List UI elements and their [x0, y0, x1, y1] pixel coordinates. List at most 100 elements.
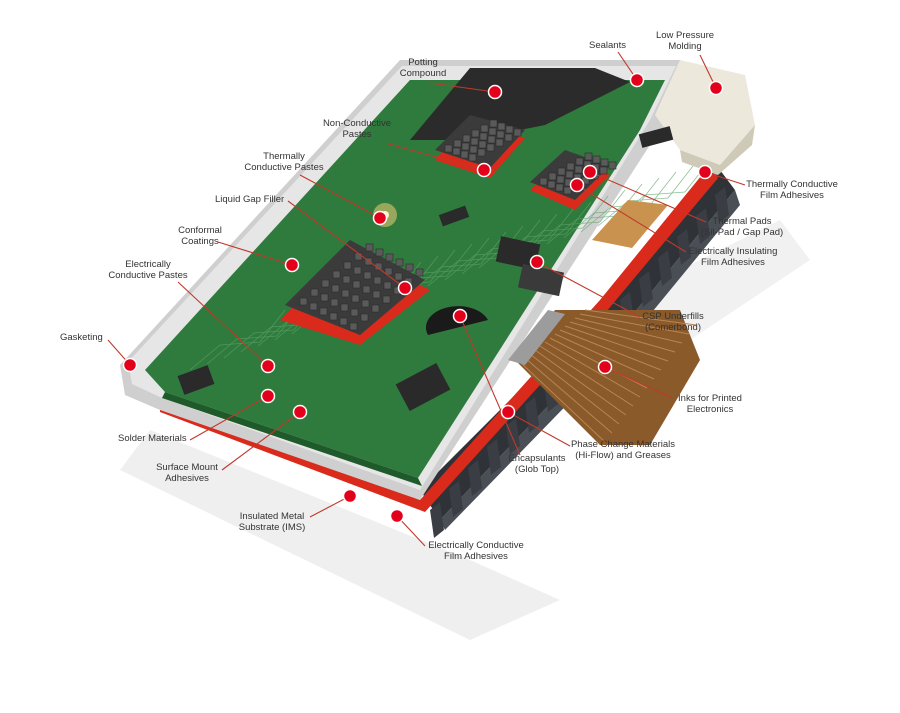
heatsink-pin: [539, 177, 548, 186]
heatsink-pin: [487, 135, 496, 144]
flex-cable-trace: [544, 341, 641, 398]
callout-electrically-conductive-film-adhesives-line1: Electrically Conductive: [428, 540, 524, 551]
leader-line-ims: [309, 495, 351, 518]
leader-line-solder: [189, 395, 269, 441]
heatsink-pin: [373, 276, 382, 285]
pcb-trace: [189, 309, 286, 371]
leader-line-encapsulants: [459, 315, 521, 456]
callout-thermal-pads-line2: (Sil-Pad / Gap Pad): [700, 227, 784, 238]
heatsink-pin: [415, 268, 424, 277]
callout-liquid-gap-filler: Liquid Gap Filler: [215, 194, 284, 205]
marker-inks[interactable]: [597, 359, 613, 375]
ic-chip-qfp: [395, 362, 451, 412]
heatsink-pin: [330, 298, 339, 307]
callout-encapsulants: Encapsulants (Glob Top): [505, 453, 569, 475]
callout-encapsulants-line2: (Glob Top): [514, 464, 560, 475]
ic-chip-center: [495, 236, 541, 270]
heatsink-fin: [639, 271, 653, 307]
heatsink-pin: [486, 143, 495, 152]
heatsink-pin: [329, 312, 338, 321]
callout-surface-mount-adhesives-line1: Surface Mount: [156, 462, 218, 473]
heatsink-pin: [384, 267, 393, 276]
heatsink-pin: [478, 140, 487, 149]
heatsink-fin: [430, 502, 444, 538]
pcb-trace: [563, 177, 660, 239]
heatsink-pin: [557, 167, 566, 176]
marker-low_pressure[interactable]: [708, 80, 724, 96]
pcb-trace: [410, 231, 507, 293]
heatsink-pin: [385, 253, 394, 262]
heatsink-pin: [341, 289, 350, 298]
heatsink-pin: [349, 322, 358, 331]
heatsink-pin: [452, 147, 461, 156]
leader-line-potting: [429, 82, 496, 93]
callout-ims-line2: Substrate (IMS): [238, 522, 306, 533]
heatsink-pin: [319, 307, 328, 316]
marker-thermal_film[interactable]: [697, 164, 713, 180]
marker-elec_pastes[interactable]: [260, 358, 276, 374]
ground-shadow: [120, 430, 560, 640]
marker-surface_mount[interactable]: [292, 404, 308, 420]
pcb-trace: [478, 207, 575, 269]
callout-electrically-insulating-film-adhesives-line2: Film Adhesives: [701, 257, 765, 268]
marker-sealants[interactable]: [629, 72, 645, 88]
ic-chip-bottom-left: [177, 365, 215, 395]
heatsink-pin: [453, 139, 462, 148]
heatsink-pin: [350, 308, 359, 317]
marker-ims[interactable]: [342, 488, 358, 504]
marker-conformal[interactable]: [284, 257, 300, 273]
callout-ims-line1: Insulated Metal: [239, 511, 305, 522]
marker-liquid_gap[interactable]: [397, 280, 413, 296]
callout-phase-change-materials-line2: (Hi-Flow) and Greases: [575, 450, 671, 461]
callout-electrically-conductive-pastes: Electrically Conductive Pastes: [103, 259, 193, 281]
heatsink-pin: [480, 124, 489, 133]
callout-conformal-coatings-line1: Conformal: [178, 225, 222, 236]
callout-low-pressure-molding-line2: Molding: [668, 41, 702, 52]
marker-non_conductive[interactable]: [476, 162, 492, 178]
heatsink-pin: [496, 130, 505, 139]
heatsink-pin: [374, 262, 383, 271]
heatsink-fin: [677, 229, 691, 265]
flex-cable-stripes: [519, 309, 697, 443]
heatsink-pin: [394, 272, 403, 281]
heatsink-pin: [479, 132, 488, 141]
leader-line-elec_insulating: [576, 184, 687, 253]
marker-solder[interactable]: [260, 388, 276, 404]
callout-thermally-conductive-pastes-line1: Thermally: [263, 151, 305, 162]
marker-gasketing[interactable]: [122, 357, 138, 373]
marker-csp[interactable]: [529, 254, 545, 270]
callout-electrically-conductive-pastes-line1: Electrically: [125, 259, 171, 270]
marker-elec_insulating[interactable]: [569, 177, 585, 193]
marker-potting[interactable]: [487, 84, 503, 100]
marker-encapsulants[interactable]: [452, 308, 468, 324]
heatsink-pin: [468, 153, 477, 162]
heatsink-pin: [497, 122, 506, 131]
callout-inks-printed-electronics-line2: Electronics: [686, 404, 734, 415]
callout-solder-materials-line1: Solder Materials: [118, 433, 187, 444]
heatsink-pin: [309, 302, 318, 311]
marker-thermal_pads[interactable]: [582, 164, 598, 180]
marker-phase_change[interactable]: [500, 404, 516, 420]
heatsink-pin: [331, 284, 340, 293]
callout-thermal-pads: Thermal Pads (Sil-Pad / Gap Pad): [700, 216, 784, 238]
callout-ims: Insulated Metal Substrate (IMS): [232, 511, 312, 533]
heatsink-pin: [340, 303, 349, 312]
marker-elec_film[interactable]: [389, 508, 405, 524]
heatsink-fin: [449, 481, 463, 517]
heatsink-pin: [505, 125, 514, 134]
callout-surface-mount-adhesives: Surface Mount Adhesives: [150, 462, 224, 484]
callout-non-conductive-pastes: Non-Conductive Pastes: [314, 118, 400, 140]
heatsink-pin: [383, 281, 392, 290]
callout-non-conductive-pastes-line2: Pastes: [342, 129, 372, 140]
flex-cable-trace: [519, 361, 606, 443]
leader-line-liquid_gap: [287, 200, 406, 289]
marker-thermally_pastes[interactable]: [372, 210, 388, 226]
leader-line-non_conductive: [384, 142, 485, 171]
leader-line-conformal: [217, 241, 293, 266]
heatsink-pin: [444, 144, 453, 153]
leader-line-csp: [536, 261, 641, 318]
callout-electrically-conductive-film-adhesives-line2: Film Adhesives: [444, 551, 508, 562]
pcb-trace: [444, 219, 541, 281]
callout-electrically-insulating-film-adhesives: Electrically Insulating Film Adhesives: [682, 246, 784, 268]
